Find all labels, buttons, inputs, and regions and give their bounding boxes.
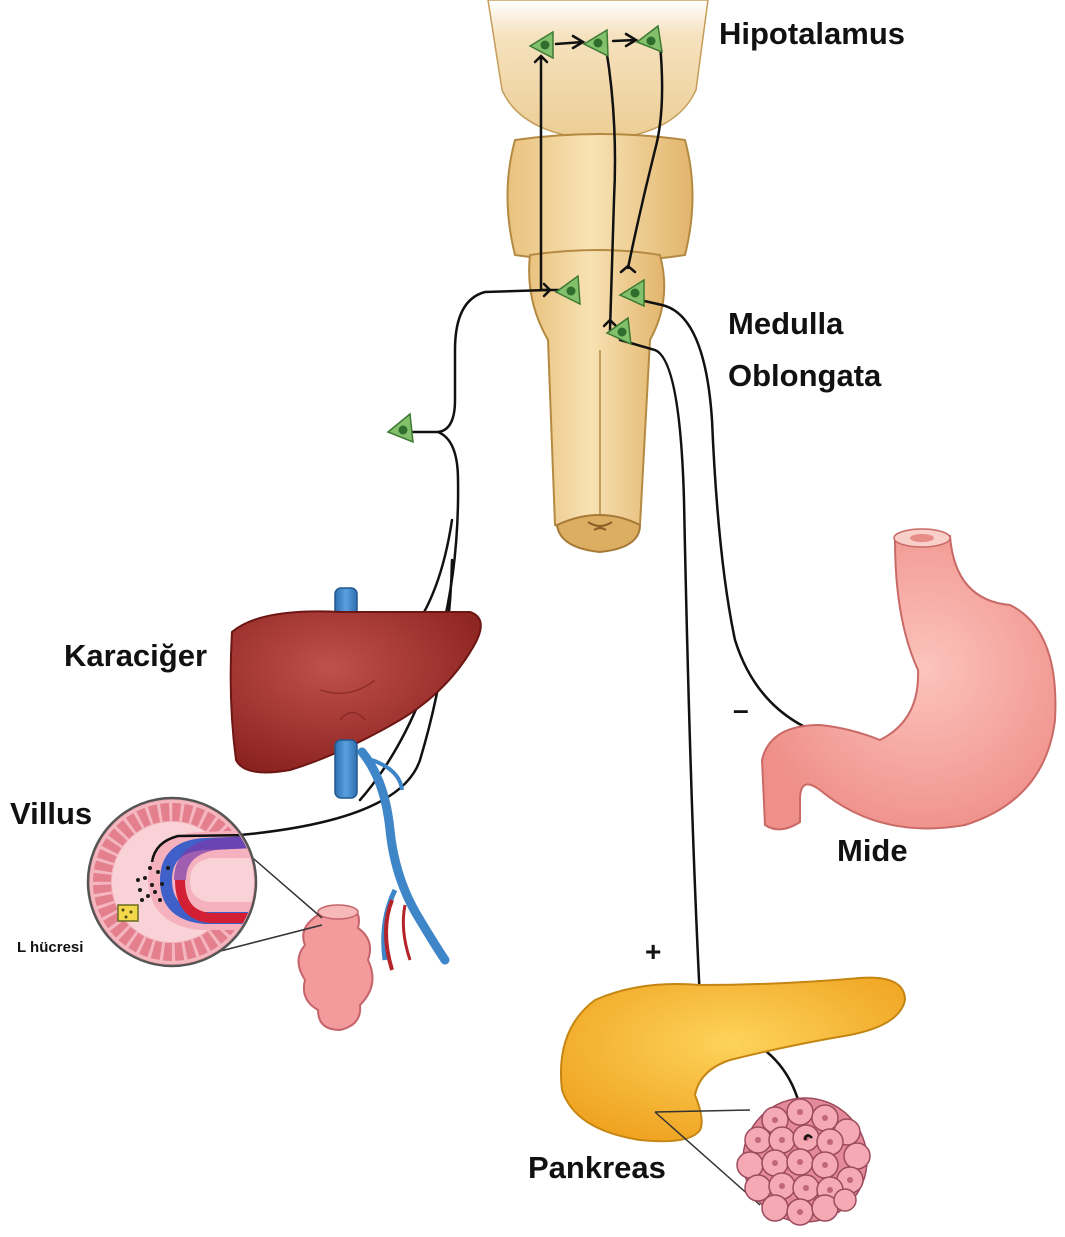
label-villus: Villus [10, 798, 92, 829]
label-medulla-line2: Oblongata [728, 360, 881, 391]
label-l-cell: L hücresi [17, 940, 83, 955]
inhibition-sign: – [733, 696, 749, 724]
label-hypothalamus: Hipotalamus [719, 18, 905, 49]
stimulation-sign: + [645, 938, 661, 966]
label-pancreas: Pankreas [528, 1152, 666, 1183]
nodose-ganglion-neuron [388, 414, 413, 442]
villus-magnified [88, 798, 256, 966]
label-stomach: Mide [837, 835, 908, 866]
vena-cava-bottom [335, 740, 357, 798]
brainstem [488, 0, 708, 552]
spinal-cord-cross-section [557, 515, 640, 552]
midbrain-region [508, 134, 693, 262]
pancreas [561, 978, 905, 1142]
hypothalamus-region [488, 0, 708, 140]
label-medulla-line1: Medulla [728, 308, 843, 339]
intestine-segment [299, 905, 373, 1030]
l-cell [118, 905, 138, 921]
stomach [762, 529, 1055, 829]
label-liver: Karaciğer [64, 640, 207, 671]
pancreatic-islet [737, 1098, 870, 1225]
